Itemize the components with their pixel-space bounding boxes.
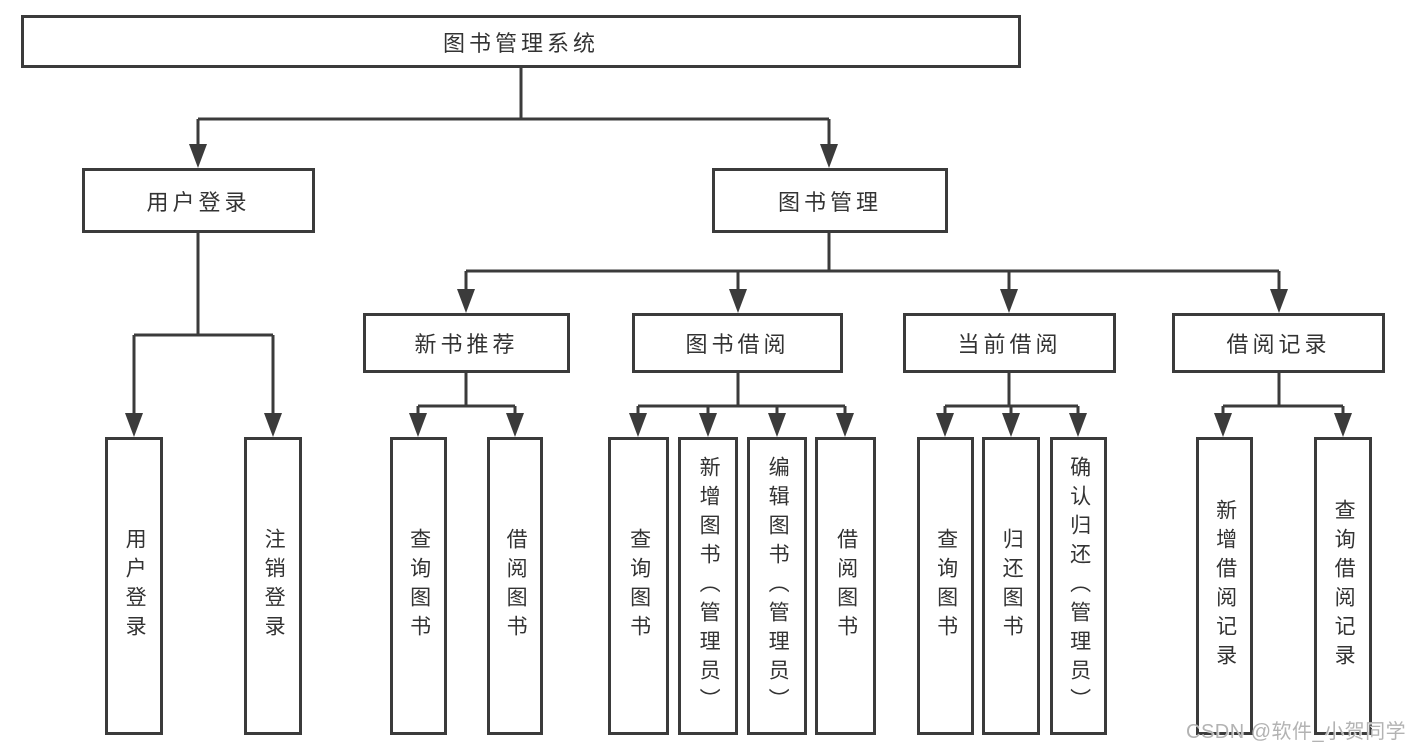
leaf-user-login: 用户登录: [105, 437, 163, 735]
arrowheads: [125, 144, 1352, 437]
leaf-cb-return-books-label: 归还图书: [1000, 528, 1024, 644]
node-borrow-records: 借阅记录: [1172, 313, 1385, 373]
node-library-system-label: 图书管理系统: [442, 30, 599, 56]
node-book-management: 图书管理: [712, 168, 948, 233]
arrowhead: [125, 413, 143, 437]
leaf-bb-query-books: 查询图书: [608, 437, 669, 735]
leaf-br-add-record: 新增借阅记录: [1196, 437, 1253, 735]
leaf-cb-query-books-label: 查询图书: [934, 528, 958, 644]
node-book-borrow-label: 图书借阅: [685, 332, 790, 357]
arrowhead: [836, 413, 854, 437]
leaf-bb-borrow-books: 借阅图书: [815, 437, 876, 735]
leaf-nb-query-books: 查询图书: [390, 437, 447, 735]
node-current-borrow: 当前借阅: [903, 313, 1116, 373]
arrowhead: [506, 413, 524, 437]
leaf-bb-query-books-label: 查询图书: [627, 528, 651, 644]
arrowhead: [189, 144, 207, 168]
connector-book-borrow: [636, 373, 847, 415]
leaf-nb-query-books-label: 查询图书: [407, 528, 431, 644]
arrowhead: [729, 289, 747, 313]
leaf-cb-confirm-return-admin: 确认归还（管理员）: [1050, 437, 1107, 735]
leaf-logout-label: 注销登录: [262, 528, 286, 644]
arrowhead: [264, 413, 282, 437]
connector-book-mgmt: [464, 233, 1281, 291]
node-new-book-recommend: 新书推荐: [363, 313, 570, 373]
arrowhead: [457, 289, 475, 313]
arrowhead: [820, 144, 838, 168]
leaf-cb-confirm-return-admin-label: 确认归还（管理员）: [1067, 455, 1091, 717]
arrowhead: [936, 413, 954, 437]
arrowhead: [699, 413, 717, 437]
leaf-br-query-record-label: 查询借阅记录: [1332, 499, 1356, 673]
arrowhead: [409, 413, 427, 437]
leaf-br-query-record: 查询借阅记录: [1314, 437, 1372, 735]
node-borrow-records-label: 借阅记录: [1226, 332, 1331, 357]
watermark: CSDN @软件_小贺同学: [1186, 721, 1405, 743]
node-current-borrow-label: 当前借阅: [957, 332, 1062, 357]
arrowhead: [1002, 413, 1020, 437]
connector-current-borrow: [943, 373, 1080, 415]
leaf-nb-borrow-books: 借阅图书: [487, 437, 543, 735]
arrowhead: [1334, 413, 1352, 437]
leaf-bb-edit-books-admin: 编辑图书（管理员）: [747, 437, 807, 735]
node-user-login-label: 用户登录: [146, 189, 251, 215]
node-new-book-recommend-label: 新书推荐: [414, 332, 519, 357]
leaf-bb-add-books-admin-label: 新增图书（管理员）: [697, 455, 721, 717]
arrowhead: [1000, 289, 1018, 313]
leaf-bb-add-books-admin: 新增图书（管理员）: [678, 437, 738, 735]
arrowhead: [1270, 289, 1288, 313]
connector-borrow-records: [1221, 373, 1345, 415]
leaf-cb-query-books: 查询图书: [917, 437, 974, 735]
connector-new-book: [416, 373, 517, 415]
leaf-cb-return-books: 归还图书: [982, 437, 1040, 735]
node-library-system: 图书管理系统: [21, 15, 1021, 68]
node-book-borrow: 图书借阅: [632, 313, 843, 373]
connector-root: [196, 68, 831, 146]
leaf-br-add-record-label: 新增借阅记录: [1213, 499, 1237, 673]
node-user-login: 用户登录: [82, 168, 315, 233]
arrowhead: [629, 413, 647, 437]
connector-user-login: [132, 233, 275, 415]
leaf-bb-edit-books-admin-label: 编辑图书（管理员）: [766, 455, 790, 717]
arrowhead: [1069, 413, 1087, 437]
node-book-management-label: 图书管理: [777, 189, 882, 215]
arrowhead: [768, 413, 786, 437]
leaf-user-login-label: 用户登录: [123, 528, 147, 644]
leaf-bb-borrow-books-label: 借阅图书: [834, 528, 858, 644]
arrowhead: [1214, 413, 1232, 437]
leaf-logout: 注销登录: [244, 437, 302, 735]
leaf-nb-borrow-books-label: 借阅图书: [504, 528, 528, 644]
